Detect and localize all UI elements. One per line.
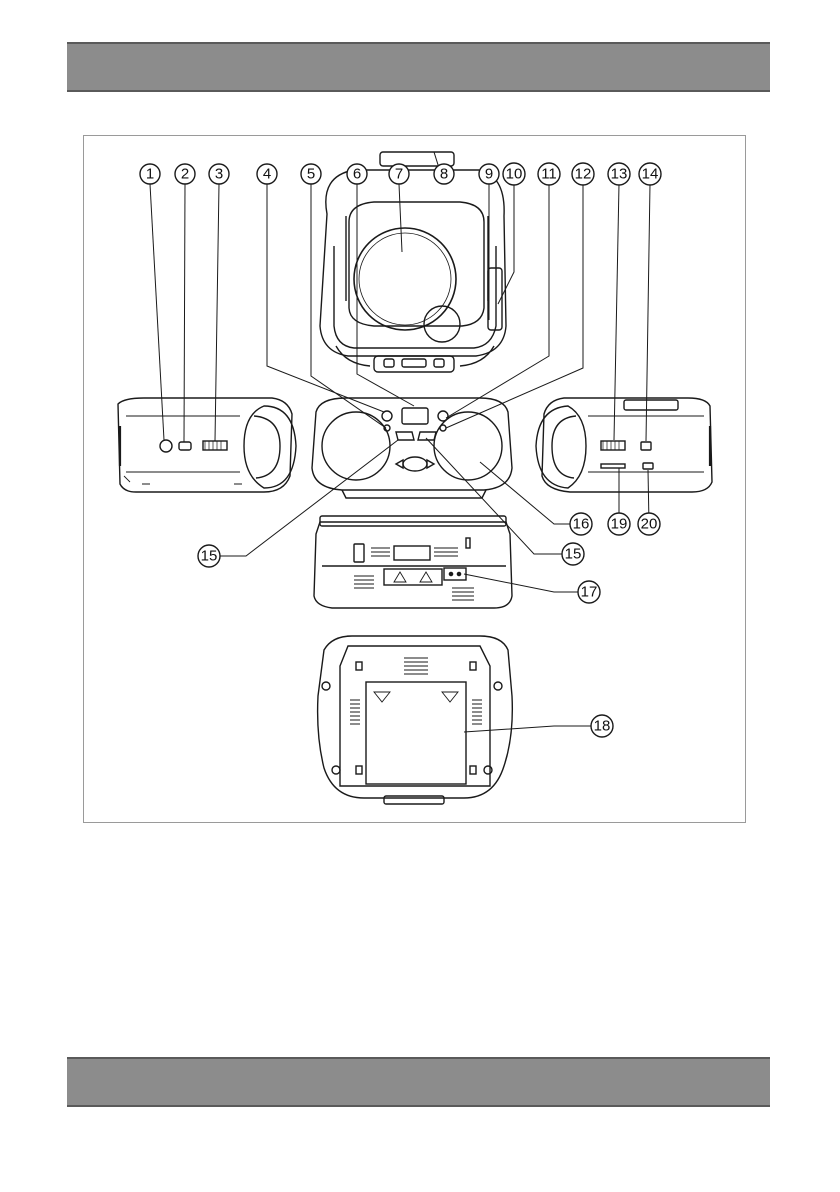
front-key-left: [396, 432, 414, 440]
callout-3: 3: [209, 164, 229, 184]
callout-1: 1: [140, 164, 160, 184]
right-speaker: [434, 412, 502, 480]
svg-text:15: 15: [201, 548, 218, 565]
leader-6: [357, 184, 414, 406]
top-view-front: [334, 246, 496, 348]
left-side-view: [118, 398, 296, 492]
svg-text:15: 15: [565, 546, 582, 563]
callout-14: 14: [639, 163, 661, 185]
leader-2: [184, 184, 185, 442]
callout-8: 8: [434, 164, 454, 184]
top-side-panel: [488, 268, 502, 330]
leader-1: [150, 184, 164, 440]
callout-15-right: 15: [562, 543, 584, 565]
leader-17: [464, 574, 578, 592]
leader-14: [646, 184, 650, 441]
callout-16: 16: [570, 513, 592, 535]
header-band: [67, 42, 770, 92]
leader-13: [614, 184, 619, 440]
leader-7: [399, 184, 402, 252]
callout-7: 7: [389, 164, 409, 184]
bottom-view: [318, 636, 513, 804]
bottom-handle: [384, 796, 444, 804]
callout-19: 19: [608, 513, 630, 535]
leader-11: [446, 184, 549, 418]
front-button-right: [438, 411, 448, 421]
right-function-switch: [601, 441, 625, 450]
svg-text:2: 2: [181, 166, 189, 183]
callout-20: 20: [638, 513, 660, 535]
svg-text:14: 14: [642, 166, 659, 183]
svg-text:11: 11: [541, 166, 557, 183]
svg-text:10: 10: [506, 166, 523, 183]
svg-text:16: 16: [573, 516, 590, 533]
svg-text:18: 18: [594, 718, 611, 735]
svg-text:8: 8: [440, 166, 448, 183]
rear-view: [314, 516, 512, 608]
rear-body: [314, 522, 512, 608]
callout-4: 4: [257, 164, 277, 184]
svg-text:5: 5: [307, 166, 315, 183]
callout-17: 17: [578, 581, 600, 603]
cd-window: [354, 228, 456, 330]
callout-2: 2: [175, 164, 195, 184]
sd-card-slot: [601, 464, 625, 468]
top-view: [320, 152, 506, 372]
headphone-jack: [160, 440, 172, 452]
footer-band: [67, 1057, 770, 1107]
callout-13: 13: [608, 163, 630, 185]
callout-18: 18: [591, 715, 613, 737]
function-switch: [203, 441, 227, 450]
left-side-speaker-bulge: [244, 406, 296, 488]
leader-16: [480, 462, 570, 524]
figure-frame: 1 2 3 4 5 6 7 8 9 10 11 12 13 14 15 15 1…: [83, 135, 746, 823]
svg-text:17: 17: [581, 584, 598, 601]
left-speaker: [322, 412, 390, 480]
callout-9: 9: [479, 164, 499, 184]
svg-text:1: 1: [146, 166, 154, 183]
right-side-top-slot: [624, 400, 678, 410]
boombox-diagram: 1 2 3 4 5 6 7 8 9 10 11 12 13 14 15 15 1…: [84, 136, 745, 822]
rear-clip: [354, 544, 364, 562]
leader-10: [498, 184, 514, 304]
right-side-view: [536, 398, 712, 492]
callout-10: 10: [503, 163, 525, 185]
svg-text:12: 12: [575, 166, 592, 183]
ac-power-socket: [444, 568, 466, 580]
lcd-display: [402, 408, 428, 424]
front-button-left: [382, 411, 392, 421]
svg-text:13: 13: [611, 166, 628, 183]
svg-text:9: 9: [485, 166, 493, 183]
leader-15-right: [426, 438, 562, 554]
right-side-body: [542, 398, 712, 492]
callout-5: 5: [301, 164, 321, 184]
callout-12: 12: [572, 163, 594, 185]
callout-11: 11: [538, 163, 560, 185]
leader-4: [267, 184, 384, 412]
svg-text:6: 6: [353, 166, 361, 183]
svg-text:19: 19: [611, 516, 628, 533]
svg-text:7: 7: [395, 166, 403, 183]
bottom-body: [318, 636, 513, 798]
usb-port: [643, 463, 653, 469]
callout-6: 6: [347, 164, 367, 184]
right-side-jack: [641, 442, 651, 450]
svg-text:20: 20: [641, 516, 658, 533]
front-emblem: [403, 457, 427, 471]
leader-lines: [150, 152, 650, 732]
rear-warning-plate: [384, 569, 442, 585]
cd-window-inner: [359, 233, 451, 325]
svg-text:4: 4: [263, 166, 271, 183]
aux-input: [179, 442, 191, 450]
callout-15-left: 15: [198, 545, 220, 567]
top-view-body: [320, 170, 506, 356]
battery-cover: [366, 682, 466, 784]
svg-text:3: 3: [215, 166, 223, 183]
rear-label: [394, 546, 430, 560]
leader-18: [464, 726, 591, 732]
rear-top-strip: [320, 516, 506, 526]
leader-3: [215, 184, 219, 441]
